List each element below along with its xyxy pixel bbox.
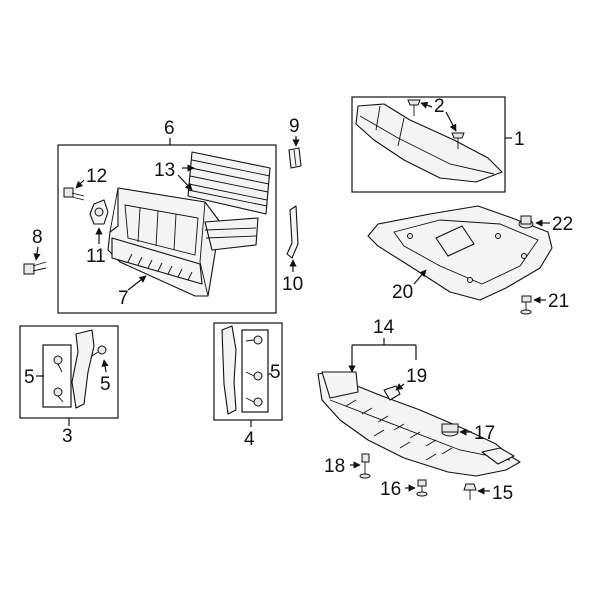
group-3-fastener-frame (42, 344, 72, 408)
bolt-16 (416, 479, 428, 497)
callout-6: 6 (164, 118, 175, 139)
callout-4: 4 (244, 429, 255, 450)
actuator-11 (89, 199, 109, 225)
bracket-10 (286, 205, 299, 259)
callout-7: 7 (118, 288, 129, 309)
callout-22: 22 (552, 214, 573, 235)
shutter-assembly-group: 6 7 1 (57, 118, 277, 314)
deflector-3 (71, 329, 95, 409)
leader-8 (33, 246, 41, 261)
leader-2a (420, 101, 433, 109)
shutter-housing (107, 187, 259, 297)
clip-9 (288, 147, 302, 169)
bolt-12 (63, 187, 85, 201)
callout-5b: 5 (100, 374, 111, 395)
callout-5a: 5 (24, 367, 35, 388)
shield-slots (345, 399, 453, 461)
callout-14: 14 (373, 317, 395, 338)
fastener-4a (245, 335, 263, 345)
fastener-3a (53, 355, 63, 373)
callout-18: 18 (324, 456, 345, 477)
fastener-3b (53, 387, 64, 403)
callout-16: 16 (380, 479, 401, 500)
deflector-4 (221, 325, 237, 415)
nut-17 (441, 423, 459, 437)
bolt-8 (23, 261, 47, 275)
group-4-fastener-frame (241, 329, 269, 413)
bolt-18 (359, 453, 371, 479)
group-3-frame (19, 325, 119, 419)
fastener-4c (245, 397, 263, 407)
housing-slots (127, 253, 193, 281)
fastener-3c (91, 345, 107, 357)
callout-5c: 5 (270, 362, 281, 383)
upper-shield-group: 2 (351, 96, 506, 193)
bolt-15 (463, 483, 477, 500)
fastener-4b (245, 371, 263, 381)
callout-19: 19 (406, 366, 427, 387)
leader-12 (75, 179, 85, 189)
lower-shield-20 (367, 205, 553, 301)
bolt-21 (520, 295, 532, 315)
deflector-group-4: 5 (213, 322, 283, 421)
callout-11: 11 (86, 246, 106, 267)
nut-22 (518, 215, 534, 229)
shutter-grille (187, 151, 271, 215)
callout-15: 15 (492, 483, 513, 504)
callout-12: 12 (86, 166, 107, 187)
callout-2: 2 (434, 96, 445, 117)
callout-17: 17 (474, 423, 495, 444)
callout-3: 3 (62, 426, 73, 447)
group-6-frame (57, 144, 277, 314)
callout-8: 8 (32, 227, 43, 248)
callout-9: 9 (289, 116, 300, 137)
splash-shield-14 (317, 371, 521, 477)
push-pin-2b (451, 132, 465, 149)
leader-13b (177, 174, 193, 191)
group-4-frame (213, 322, 283, 421)
deflector-group-3: 5 5 (19, 325, 119, 419)
callout-1: 1 (514, 129, 525, 150)
callout-21: 21 (548, 291, 569, 312)
leader-5b (101, 359, 109, 373)
leader-2b (445, 111, 457, 132)
leader-19 (395, 383, 405, 391)
push-pin-2a (407, 99, 421, 116)
group-1-frame (351, 96, 506, 193)
callout-10: 10 (282, 274, 303, 295)
callout-20: 20 (392, 282, 413, 303)
callout-13: 13 (154, 160, 175, 181)
leader-7 (127, 275, 147, 291)
leader-20 (413, 269, 427, 285)
